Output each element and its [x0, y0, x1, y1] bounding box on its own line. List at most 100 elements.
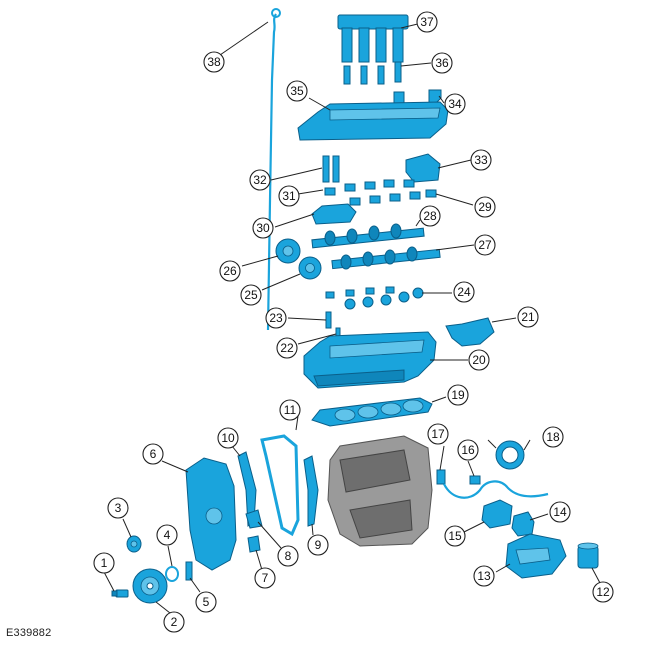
svg-text:17: 17: [431, 427, 445, 441]
timing-cover: [185, 457, 237, 571]
idler-pulley: [126, 535, 142, 553]
callout-7: 7: [254, 567, 276, 589]
svg-text:7: 7: [262, 571, 269, 585]
oil-pan: [505, 533, 567, 579]
svg-text:12: 12: [596, 585, 610, 599]
oil-baffle: [511, 511, 535, 537]
callout-38: 38: [203, 51, 225, 73]
callout-35: 35: [286, 80, 308, 102]
front-crank-seal: [165, 566, 179, 582]
callout-6: 6: [142, 443, 164, 465]
callout-3: 3: [107, 497, 129, 519]
callout-12: 12: [592, 581, 614, 603]
svg-text:1: 1: [101, 556, 108, 570]
svg-text:6: 6: [150, 447, 157, 461]
chain-guide-right: [303, 455, 319, 527]
callout-19: 19: [447, 384, 469, 406]
callout-27: 27: [474, 234, 496, 256]
callout-8: 8: [277, 545, 299, 567]
locating-pin: [325, 311, 332, 329]
svg-text:36: 36: [435, 56, 449, 70]
svg-text:38: 38: [207, 55, 221, 69]
bracket: [405, 153, 441, 183]
callout-37: 37: [416, 11, 438, 33]
callout-32: 32: [249, 169, 271, 191]
svg-text:32: 32: [253, 173, 267, 187]
hydraulic-tensioner: [322, 155, 340, 183]
callout-13: 13: [473, 565, 495, 587]
callout-31: 31: [278, 185, 300, 207]
callout-36: 36: [431, 52, 453, 74]
oil-pump: [481, 499, 513, 529]
figure-id-label: E339882: [6, 627, 52, 639]
callout-4: 4: [156, 524, 178, 546]
callout-28: 28: [419, 205, 441, 227]
svg-text:18: 18: [546, 430, 560, 444]
callout-24: 24: [453, 281, 475, 303]
svg-text:22: 22: [280, 341, 294, 355]
camshaft-exhaust: [331, 246, 441, 270]
knock-sensor: [436, 469, 446, 485]
svg-text:3: 3: [115, 501, 122, 515]
svg-text:31: 31: [282, 189, 296, 203]
svg-text:15: 15: [448, 529, 462, 543]
callout-25: 25: [240, 284, 262, 306]
callout-14: 14: [549, 501, 571, 523]
tensioner-bolt: [247, 535, 261, 553]
valve-followers: [325, 286, 424, 310]
spark-plugs: [343, 61, 402, 85]
callout-5: 5: [195, 591, 217, 613]
svg-text:16: 16: [461, 443, 475, 457]
svg-text:33: 33: [474, 153, 488, 167]
cylinder-head: [303, 331, 437, 389]
callout-2: 2: [163, 611, 185, 633]
svg-text:23: 23: [269, 311, 283, 325]
callout-10: 10: [217, 427, 239, 449]
callout-29: 29: [474, 196, 496, 218]
svg-text:8: 8: [285, 549, 292, 563]
engine-block: [327, 435, 433, 547]
dipstick: [266, 8, 281, 331]
callout-33: 33: [470, 149, 492, 171]
svg-text:35: 35: [290, 84, 304, 98]
callout-23: 23: [265, 307, 287, 329]
timing-chain: [260, 434, 300, 537]
svg-text:14: 14: [553, 505, 567, 519]
callout-17: 17: [427, 423, 449, 445]
callout-22: 22: [276, 337, 298, 359]
svg-text:13: 13: [477, 569, 491, 583]
front-cam-cap: [311, 203, 357, 225]
callout-9: 9: [307, 534, 329, 556]
svg-text:5: 5: [203, 595, 210, 609]
svg-text:26: 26: [223, 264, 237, 278]
oil-filter: [577, 542, 599, 569]
svg-text:34: 34: [448, 97, 462, 111]
pulley-bolt: [111, 589, 129, 598]
crankshaft-pulley: [132, 568, 168, 604]
crank-sensor: [469, 475, 481, 485]
cylinder-head-cover-plate: [445, 317, 495, 347]
svg-text:27: 27: [478, 238, 492, 252]
svg-text:19: 19: [451, 388, 465, 402]
callout-1: 1: [93, 552, 115, 574]
sensor-harness: [443, 480, 549, 499]
svg-text:20: 20: [472, 353, 486, 367]
svg-text:9: 9: [315, 538, 322, 552]
svg-text:4: 4: [164, 528, 171, 542]
callout-20: 20: [468, 349, 490, 371]
ignition-coils: [337, 14, 409, 63]
svg-text:2: 2: [171, 615, 178, 629]
cover-stud: [185, 561, 193, 581]
svg-text:37: 37: [420, 15, 434, 29]
svg-text:25: 25: [244, 288, 258, 302]
svg-text:21: 21: [521, 310, 535, 324]
callout-11: 11: [279, 399, 301, 421]
oil-jet: [335, 327, 341, 337]
svg-text:24: 24: [457, 285, 471, 299]
svg-text:10: 10: [221, 431, 235, 445]
callout-30: 30: [252, 217, 274, 239]
camshaft-intake: [311, 223, 425, 249]
callout-26: 26: [219, 260, 241, 282]
svg-text:29: 29: [478, 200, 492, 214]
